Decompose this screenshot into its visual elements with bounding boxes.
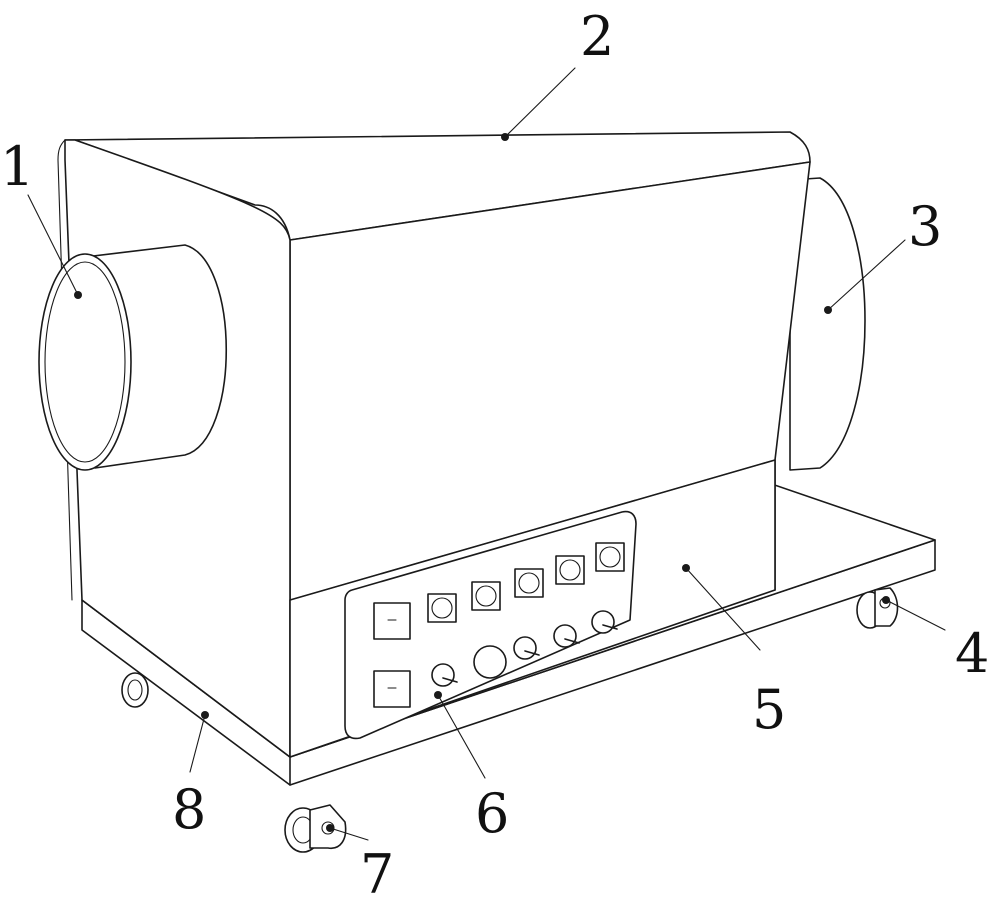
inlet-cylinder bbox=[38, 244, 228, 471]
switch-top bbox=[373, 602, 411, 640]
outlet-cylinder bbox=[789, 177, 866, 471]
callout-2: 2 bbox=[580, 5, 614, 68]
switch-bottom bbox=[373, 670, 411, 708]
callout-7: 7 bbox=[360, 843, 394, 901]
callout-5: 5 bbox=[752, 678, 786, 741]
callout-8: 8 bbox=[172, 778, 206, 841]
callout-4: 4 bbox=[955, 622, 989, 685]
callout-labels: 1 2 3 4 5 6 7 8 bbox=[0, 5, 989, 901]
knobs-row-bottom bbox=[431, 610, 618, 687]
callout-1: 1 bbox=[0, 135, 34, 198]
leader-lines bbox=[27, 67, 946, 841]
control-panel bbox=[344, 510, 637, 740]
wheel-rear-left bbox=[121, 672, 149, 708]
buttons-row-top bbox=[427, 542, 625, 623]
callout-6: 6 bbox=[475, 782, 509, 845]
wheel-front-left bbox=[284, 804, 347, 853]
wheel-front-right bbox=[856, 587, 899, 629]
callout-3: 3 bbox=[908, 195, 942, 258]
